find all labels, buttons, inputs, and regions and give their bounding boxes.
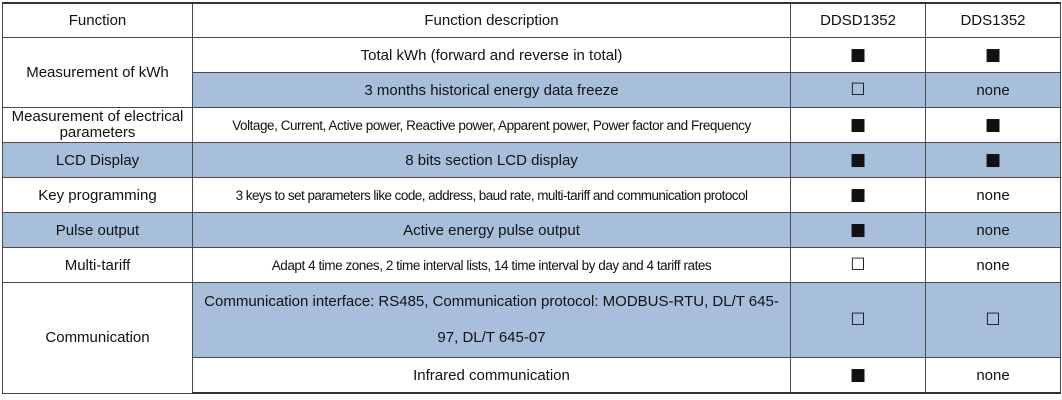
table-row: Key programming 3 keys to set parameters…	[2, 177, 1061, 213]
description-cell: Voltage, Current, Active power, Reactive…	[192, 107, 791, 143]
table-row: Measurement of electrical parameters Vol…	[2, 107, 1061, 143]
ddsd1352-value: ■	[790, 37, 926, 73]
dds1352-value: none	[925, 72, 1061, 108]
description-cell: Active energy pulse output	[192, 212, 791, 248]
description-cell: 3 months historical energy data freeze	[192, 72, 791, 108]
dds1352-value: none	[925, 247, 1061, 283]
function-cell: Multi-tariff	[2, 247, 193, 283]
dds1352-value: none	[925, 357, 1061, 394]
header-row: Function Function description DDSD1352 D…	[2, 2, 1061, 38]
description-cell: 8 bits section LCD display	[192, 142, 791, 178]
ddsd1352-value: ■	[790, 142, 926, 178]
table-row: 3 months historical energy data freeze ☐…	[3, 72, 1061, 108]
dds1352-value: none	[925, 177, 1061, 213]
ddsd1352-value: ■	[790, 177, 926, 213]
table-row: Pulse output Active energy pulse output …	[2, 212, 1061, 248]
header-description: Function description	[192, 2, 791, 38]
ddsd1352-value: ☐	[790, 282, 926, 358]
table-row: LCD Display 8 bits section LCD display ■…	[2, 142, 1061, 178]
function-cell: Key programming	[2, 177, 193, 213]
header-ddsd1352: DDSD1352	[790, 2, 926, 38]
ddsd1352-value: ■	[790, 212, 926, 248]
table-row: Communication Communication interface: R…	[2, 282, 1061, 394]
ddsd1352-value: ■	[790, 107, 926, 143]
description-cell: Infrared communication	[192, 357, 791, 394]
table-row: Infrared communication ■ none	[3, 357, 1061, 394]
dds1352-value: ■	[925, 107, 1061, 143]
dds1352-value: ■	[925, 142, 1061, 178]
function-cell: Measurement of kWh	[2, 37, 193, 108]
ddsd1352-value: ☐	[790, 72, 926, 108]
dds1352-value: ■	[925, 37, 1061, 73]
function-cell: Measurement of electrical parameters	[2, 107, 193, 143]
description-cell: Adapt 4 time zones, 2 time interval list…	[192, 247, 791, 283]
function-cell: Communication	[2, 282, 193, 394]
function-cell: LCD Display	[2, 142, 193, 178]
function-cell: Pulse output	[2, 212, 193, 248]
description-cell: Total kWh (forward and reverse in total)	[192, 37, 791, 73]
ddsd1352-value: ■	[790, 357, 926, 394]
header-dds1352: DDS1352	[925, 2, 1061, 38]
dds1352-value: none	[925, 212, 1061, 248]
table-row: Measurement of kWh Total kWh (forward an…	[2, 37, 1061, 108]
description-cell: Communication interface: RS485, Communic…	[192, 282, 791, 358]
header-function: Function	[2, 2, 193, 38]
function-table: Function Function description DDSD1352 D…	[2, 2, 1061, 394]
table-row: Multi-tariff Adapt 4 time zones, 2 time …	[2, 247, 1061, 283]
dds1352-value: ☐	[925, 282, 1061, 358]
ddsd1352-value: ☐	[790, 247, 926, 283]
description-cell: 3 keys to set parameters like code, addr…	[192, 177, 791, 213]
